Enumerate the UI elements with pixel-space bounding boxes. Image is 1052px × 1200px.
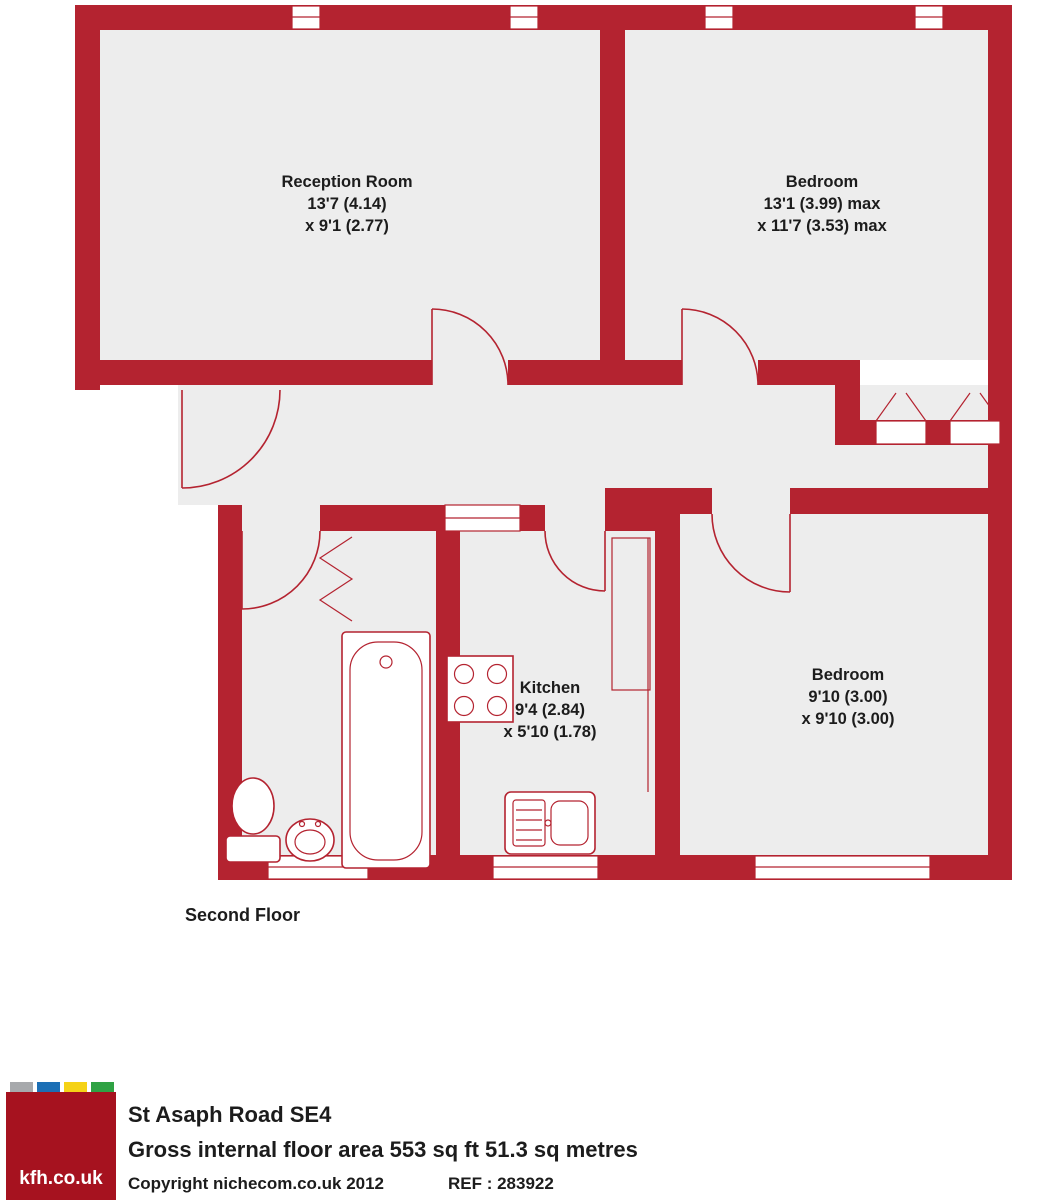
copyright-text: Copyright nichecom.co.uk 2012 <box>128 1174 384 1193</box>
kitchen-name: Kitchen <box>520 679 581 697</box>
reception-dim2: x 9'1 (2.77) <box>305 217 389 235</box>
bedroom1-dim2: x 11'7 (3.53) max <box>757 217 887 235</box>
top-wall <box>75 5 1012 30</box>
reception-dim1: 13'7 (4.14) <box>307 195 386 213</box>
bathroom-door-icon <box>241 530 321 610</box>
toilet-icon <box>225 777 281 863</box>
sink-icon <box>504 791 596 855</box>
kitchen-bedroom2-divider <box>655 488 680 880</box>
bedroom1-label: Bedroom 13'1 (3.99) max x 11'7 (3.53) ma… <box>757 173 887 235</box>
window-icon <box>704 5 734 30</box>
bedroom2-floor <box>680 514 988 855</box>
reception-name: Reception Room <box>281 173 412 191</box>
bay-window-icon <box>875 392 927 445</box>
kitchen-fixtures <box>446 537 651 855</box>
bay-window-icon <box>949 392 1001 445</box>
reception-floor <box>100 30 600 360</box>
basin-icon <box>285 818 335 862</box>
area-text: Gross internal floor area 553 sq ft 51.3… <box>128 1137 638 1162</box>
windows <box>267 5 1001 880</box>
window-icon <box>492 855 599 880</box>
logo-tab-yellow <box>64 1082 87 1092</box>
bedroom2-label: Bedroom 9'10 (3.00) x 9'10 (3.00) <box>802 666 895 728</box>
logo-background <box>6 1092 116 1200</box>
window-icon <box>291 5 321 30</box>
bedroom1-door-icon <box>681 308 759 386</box>
bathroom-fixtures <box>225 631 431 869</box>
floor-title: Second Floor <box>185 905 300 925</box>
footer: kfh.co.uk St Asaph Road SE4 Gross intern… <box>6 1082 638 1200</box>
bathtub-icon <box>341 631 431 869</box>
doors <box>181 308 791 622</box>
reception-room-label: Reception Room 13'7 (4.14) x 9'1 (2.77) <box>281 173 412 235</box>
kitchen-dim1: 9'4 (2.84) <box>515 701 585 719</box>
logo-tab-grey <box>10 1082 33 1092</box>
logo-tab-green <box>91 1082 114 1092</box>
reception-bedroom-divider <box>600 30 625 385</box>
logo-tab-blue <box>37 1082 60 1092</box>
bedroom1-floor <box>625 30 988 360</box>
left-wall <box>75 5 100 390</box>
hob-icon <box>446 655 514 723</box>
kitchen-dim2: x 5'10 (1.78) <box>504 723 597 741</box>
ref-text: REF : 283922 <box>448 1174 554 1193</box>
front-door-icon <box>181 389 281 489</box>
window-icon <box>914 5 944 30</box>
kfh-logo: kfh.co.uk <box>6 1082 116 1200</box>
reception-door-icon <box>431 308 509 386</box>
address-text: St Asaph Road SE4 <box>128 1102 332 1127</box>
window-icon <box>509 5 539 30</box>
bedroom1-dim1: 13'1 (3.99) max <box>764 195 882 213</box>
bedroom2-top-wall <box>790 488 1012 514</box>
window-icon <box>754 855 931 880</box>
kitchen-hatch-window-icon <box>444 504 521 532</box>
bedroom2-name: Bedroom <box>812 666 884 684</box>
logo-text: kfh.co.uk <box>19 1168 103 1189</box>
bedroom1-name: Bedroom <box>786 173 858 191</box>
kitchen-label: Kitchen 9'4 (2.84) x 5'10 (1.78) <box>504 679 597 741</box>
kitchen-door-icon <box>544 530 606 592</box>
reception-bottom-wall <box>75 360 432 385</box>
kitchen-cupboard-icon <box>611 537 651 691</box>
bay-side-wall <box>835 360 860 445</box>
cupboard-doors-icon <box>318 536 354 622</box>
bedroom2-door-icon <box>711 513 791 593</box>
bedroom2-dim2: x 9'10 (3.00) <box>802 710 895 728</box>
bathroom-left-wall <box>218 531 242 880</box>
bedroom2-dim1: 9'10 (3.00) <box>808 688 887 706</box>
